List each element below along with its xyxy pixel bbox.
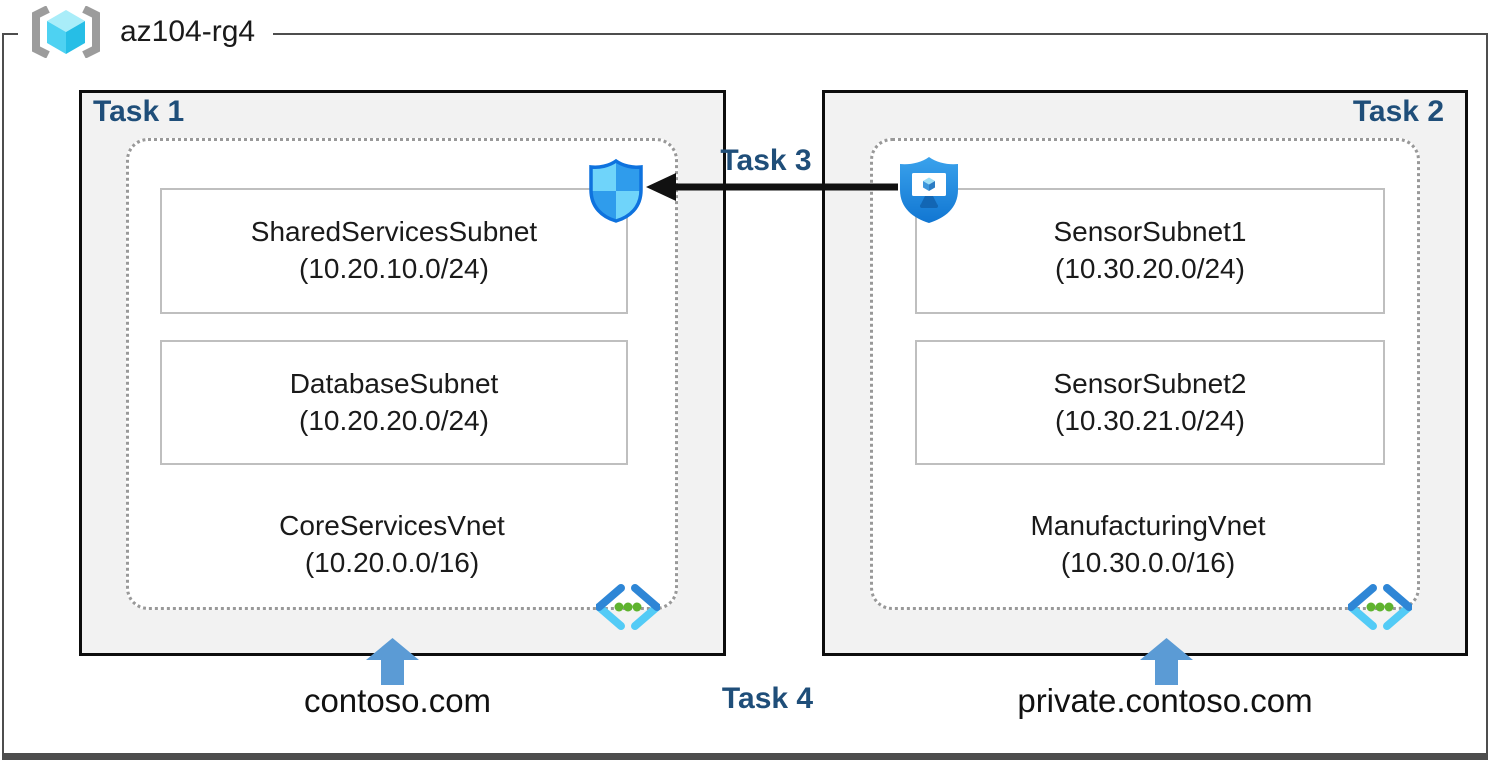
subnet-name: SensorSubnet2	[1053, 367, 1247, 399]
network-security-group-icon	[588, 158, 644, 224]
vnet-name: ManufacturingVnet	[1030, 510, 1266, 541]
virtual-network-icon	[596, 584, 660, 630]
task3-label: Task 3	[720, 144, 812, 177]
up-arrow-icon	[366, 638, 419, 685]
subnet-name: SensorSubnet1	[1053, 216, 1247, 248]
left-arrow	[640, 166, 902, 208]
task4-label: Task 4	[721, 682, 814, 715]
virtual-network-icon	[1348, 584, 1412, 630]
database-subnet-box: DatabaseSubnet (10.20.20.0/24)	[160, 340, 628, 465]
resource-group-icon	[28, 6, 104, 58]
up-arrow-icon	[1140, 638, 1193, 685]
subnet-name: DatabaseSubnet	[289, 367, 499, 399]
subnet-cidr: (10.30.21.0/24)	[1055, 404, 1245, 436]
contoso-dns-label: contoso.com	[303, 682, 492, 719]
private-contoso-dns-label: private.contoso.com	[1017, 682, 1313, 719]
bastion-shield-monitor-icon	[897, 154, 961, 226]
shared-services-subnet-box: SharedServicesSubnet (10.20.10.0/24)	[160, 188, 628, 314]
subnet-cidr: (10.20.20.0/24)	[299, 404, 489, 436]
resource-group-name: az104-rg4	[120, 15, 256, 48]
task2-label: Task 2	[1352, 95, 1444, 128]
vnet-name: CoreServicesVnet	[279, 510, 505, 541]
resource-group-frame	[2, 33, 1488, 760]
core-services-vnet-caption: CoreServicesVnet (10.20.0.0/16)	[160, 508, 624, 582]
subnet-cidr: (10.30.20.0/24)	[1055, 253, 1245, 284]
task1-label: Task 1	[93, 95, 185, 128]
manufacturing-vnet-caption: ManufacturingVnet (10.30.0.0/16)	[915, 508, 1381, 582]
resource-group-header: az104-rg4	[18, 0, 274, 64]
vnet-cidr: (10.30.0.0/16)	[1060, 546, 1236, 578]
subnet-name: SharedServicesSubnet	[250, 216, 538, 248]
subnet-cidr: (10.20.10.0/24)	[299, 253, 489, 284]
sensor-subnet2-box: SensorSubnet2 (10.30.21.0/24)	[915, 340, 1385, 465]
vnet-cidr: (10.20.0.0/16)	[304, 546, 480, 578]
sensor-subnet1-box: SensorSubnet1 (10.30.20.0/24)	[915, 188, 1385, 314]
